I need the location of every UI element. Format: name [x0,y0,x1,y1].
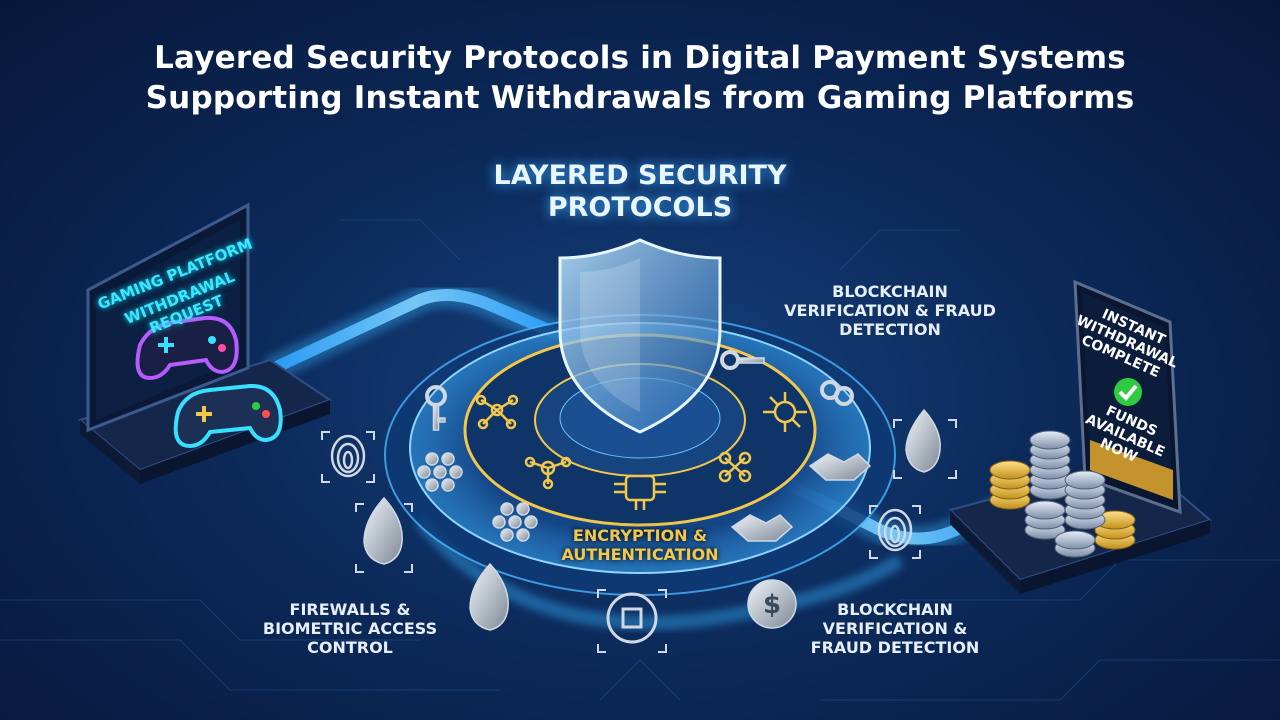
page-title-line2: Supporting Instant Withdrawals from Gami… [145,80,1135,116]
dollar-icon: $ [747,579,797,629]
flame-icon [905,408,941,473]
encryption-label: ENCRYPTION & AUTHENTICATION [561,526,719,564]
gaming-platform-device [77,202,333,484]
circuit-lines [0,219,1280,701]
handshake-icon [730,514,794,542]
page-title-line1: Layered Security Protocols in Digital Pa… [154,40,1126,76]
fingerprint-icon [330,434,366,478]
data-flow-path [264,282,1026,630]
outer-icons: $ [330,350,941,644]
flame-icon [469,562,509,631]
blockchain-label-bottom: BLOCKCHAIN VERIFICATION & FRAUD DETECTIO… [810,600,980,657]
svg-text:$: $ [763,590,781,620]
network-icon [417,452,463,492]
check-icon [1114,378,1142,406]
center-label: LAYERED SECURITY PROTOCOLS [493,160,787,223]
circuit-icon [614,474,666,510]
network-icon [524,456,572,490]
ring-icons [475,392,807,510]
key-icon [820,380,854,406]
gamepad-icon [173,383,283,449]
circuit-icon [606,592,658,644]
handshake-icon [808,453,872,481]
icon-brackets [321,419,957,653]
network-icon [475,394,519,430]
key-icon [720,350,765,370]
flame-icon [363,496,403,565]
fingerprint-icon [877,508,913,552]
blockchain-label-top: BLOCKCHAIN VERIFICATION & FRAUD DETECTIO… [784,282,996,339]
key-icon [425,385,447,431]
network-icon [718,451,752,483]
shield-icon [558,238,722,434]
firewall-label: FIREWALLS & BIOMETRIC ACCESS CONTROL [262,600,438,657]
circuit-icon [763,392,807,432]
coin-stack-icon [989,430,1136,558]
mobile-device [948,279,1213,594]
gamepad-icon [135,315,239,381]
network-icon [492,502,538,542]
